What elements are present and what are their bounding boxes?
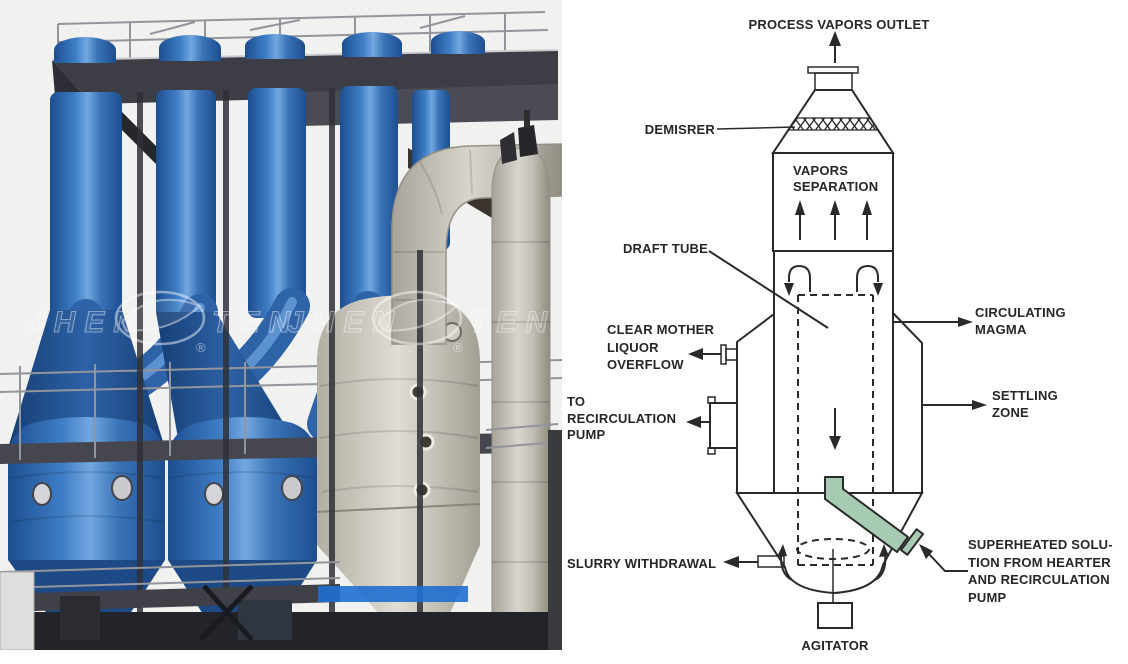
settling-zone-left [736,311,775,494]
downflow-arrow [829,408,841,450]
blue-vessel-columns [50,86,450,318]
label-demister: DEMISRER [644,122,715,137]
watermark: JHEN TEN ® JHEN TEN ® [27,290,556,355]
watermark-logo [114,290,206,346]
circulating-magma-arrow [892,317,973,327]
steel-posts [137,88,423,640]
lower-structures [0,430,562,650]
label-to-recirculation-pump: TO RECIRCULATION PUMP [567,394,677,442]
bottom-cone [735,492,924,595]
demister-leader [716,126,796,130]
settling-zone-arrow [922,400,987,410]
label-clear-mother-liquor-overflow: CLEAR MOTHER LIQUOR OVERFLOW [607,322,715,372]
label-draft-tube: DRAFT TUBE [622,241,708,256]
label-slurry-withdrawal: SLURRY WITHDRAWAL [567,556,717,571]
overflow-nozzle [688,344,738,365]
crystallizer-diagram-art [686,31,987,629]
process-vapors-outlet-arrow [829,31,841,63]
registered-mark2: ® [453,340,463,355]
demister-pad [786,117,880,131]
crystallizer-diagram: PROCESS VAPORS OUTLET DEMISRER VAPORS SE… [562,0,1128,664]
slurry-nozzle [723,555,785,568]
agitator [817,549,853,629]
plant-photo-art: JHEN TEN ® JHEN TEN ® [0,0,562,650]
circulation-arrows-top [784,264,883,296]
watermark-text-right: TEN [212,306,299,339]
plant-photo: JHEN TEN ® JHEN TEN ® [0,0,562,664]
watermark-text-right2: TEN [469,306,556,339]
superheated-inlet-pipe [824,476,968,572]
grey-column [485,110,559,650]
outlet-flange [807,66,859,74]
label-agitator: AGITATOR [801,638,869,653]
outlet-neck [814,72,853,91]
label-superheated-solution: SUPERHEATED SOLU- TION FROM HEARTER AND … [968,537,1113,605]
registered-mark: ® [196,340,206,355]
watermark-text-left: JHEN [28,306,144,339]
settling-zone-right [892,310,923,494]
circulation-arrows-bottom [777,544,889,581]
vessel-dome-caps [54,31,485,63]
agitator-box [817,602,853,629]
label-circulating-magma: CIRCULATING MAGMA [975,305,1066,337]
label-vapors-separation: VAPORS SEPARATION [793,163,879,194]
draft-tube-leader [708,250,829,329]
vapor-up-arrows [795,200,872,240]
watermark-text-left2: JHEN [287,306,403,339]
recirculation-nozzle [686,396,738,455]
label-process-vapors-outlet: PROCESS VAPORS OUTLET [748,17,930,32]
label-settling-zone: SETTLING ZONE [992,388,1058,420]
